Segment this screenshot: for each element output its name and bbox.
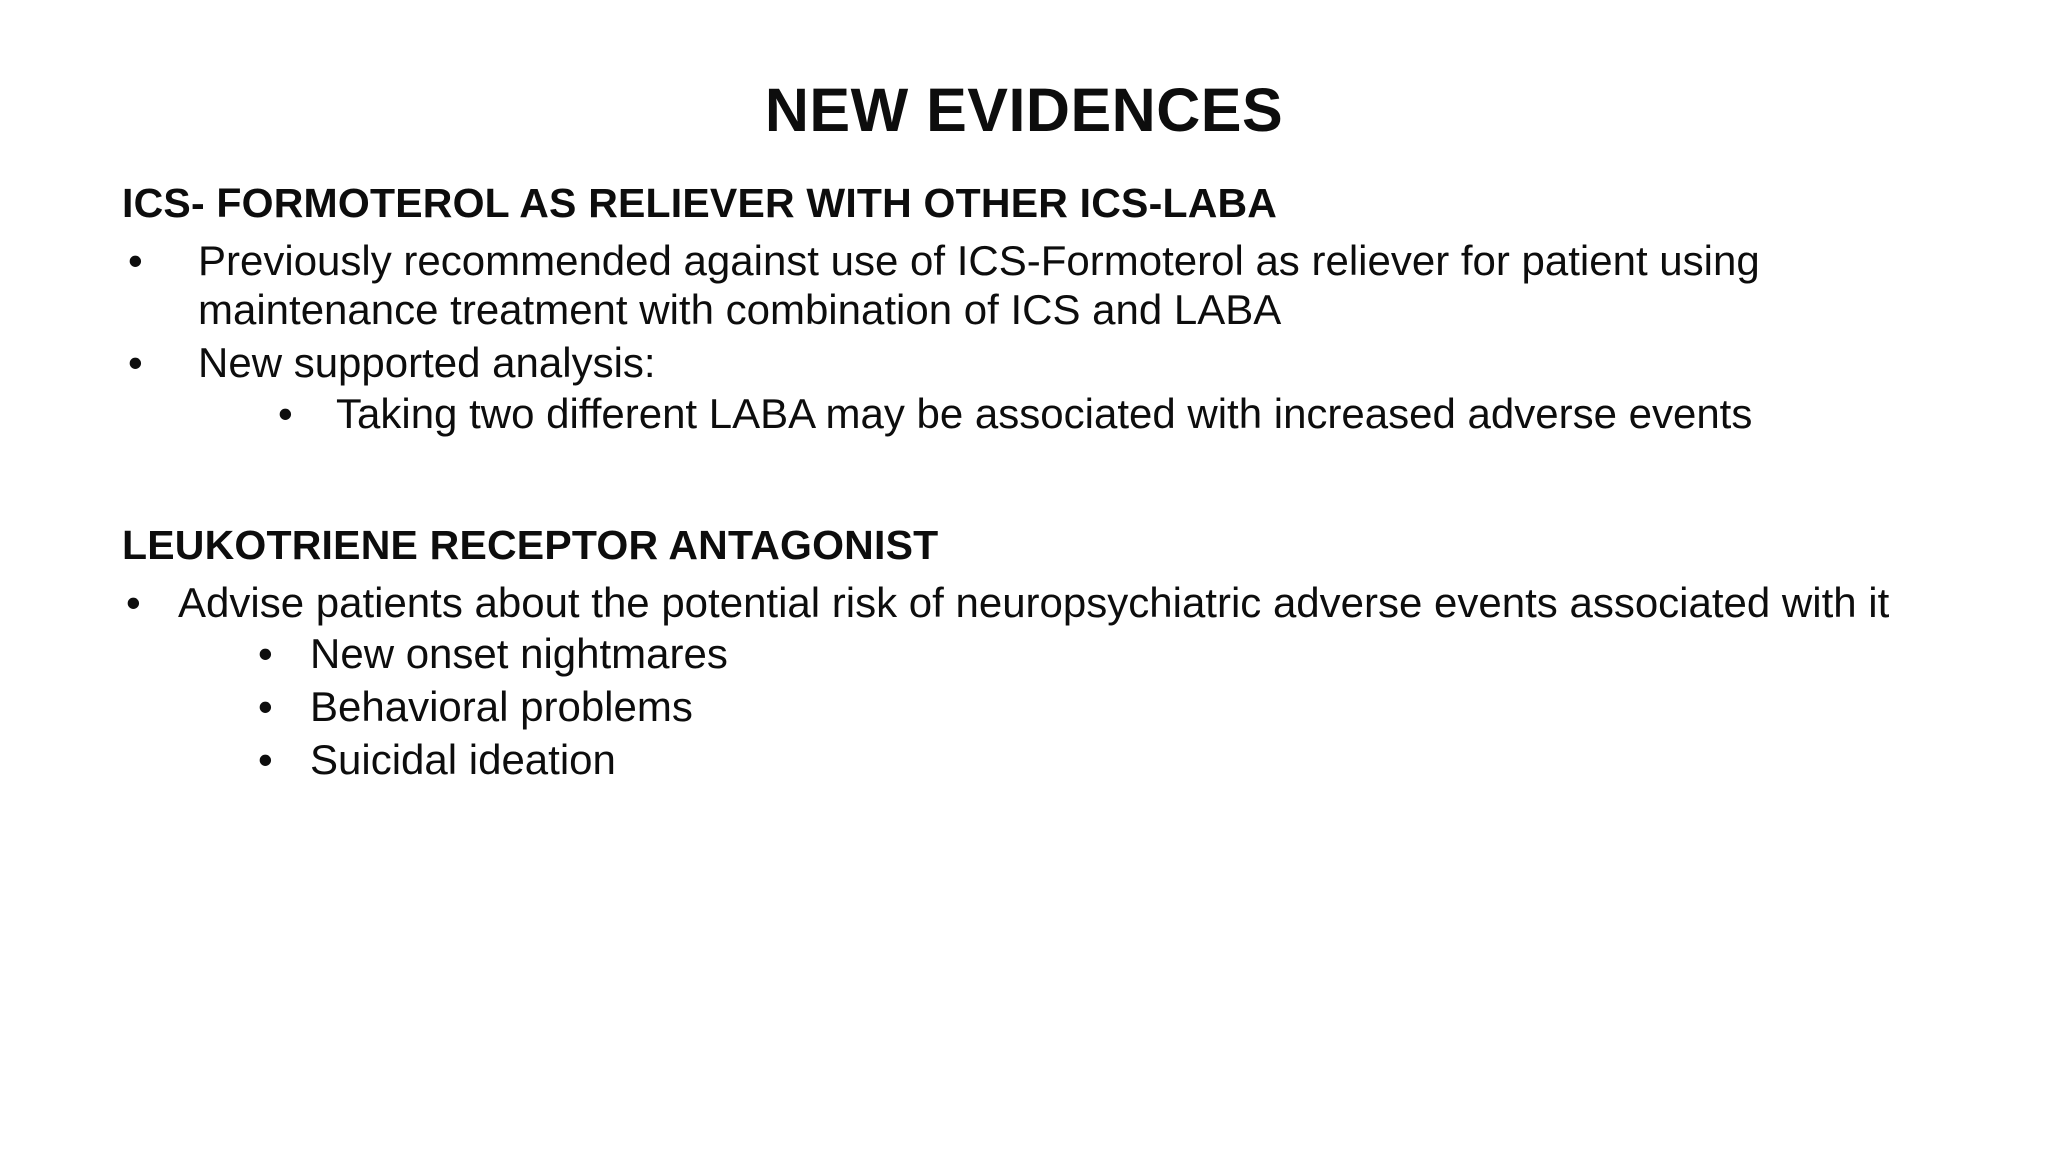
sub-list-item: • New onset nightmares (250, 629, 1898, 678)
sub-list-item-label: Suicidal ideation (310, 736, 616, 784)
section-ics-formoterol: ICS- FORMOTEROL AS RELIEVER WITH OTHER I… (122, 178, 1962, 438)
bullet-dot-icon: • (126, 578, 141, 626)
bullet-list-level2: • New onset nightmares • Behavioral prob… (178, 629, 1898, 784)
page-title: NEW EVIDENCES (764, 75, 1284, 144)
bullet-list-level1: • Advise patients about the potential ri… (122, 578, 1962, 785)
section-heading: LEUKOTRIENE RECEPTOR ANTAGONIST (122, 522, 939, 569)
sub-list-item: • Suicidal ideation (250, 735, 1898, 784)
sub-list-item-label: Taking two different LABA may be associa… (336, 390, 1753, 438)
list-item: • Previously recommended against use of … (122, 236, 1958, 334)
section-heading: ICS- FORMOTEROL AS RELIEVER WITH OTHER I… (122, 180, 1278, 226)
bullet-dot-icon: • (128, 338, 143, 386)
bullet-dot-icon: • (258, 629, 273, 677)
bullet-list-level1: • Previously recommended against use of … (122, 236, 1962, 439)
sub-list-item: • Behavioral problems (250, 682, 1898, 731)
section-leukotriene-receptor-antagonist: LEUKOTRIENE RECEPTOR ANTAGONIST • Advise… (122, 520, 1962, 784)
sub-list-item-label: New onset nightmares (310, 629, 728, 677)
bullet-dot-icon: • (278, 390, 293, 438)
bullet-dot-icon: • (258, 683, 273, 731)
sub-list-item: • Taking two different LABA may be assoc… (270, 389, 1958, 438)
bullet-list-level2: • Taking two different LABA may be assoc… (198, 389, 1958, 438)
bullet-dot-icon: • (258, 736, 273, 784)
list-item-label: New supported analysis: (198, 338, 656, 386)
sub-list-item-label: Behavioral problems (310, 683, 693, 731)
section-spacer (122, 442, 1962, 520)
list-item-label: Advise patients about the potential risk… (178, 578, 1890, 626)
list-item: • New supported analysis: • Taking two d… (122, 338, 1958, 438)
bullet-dot-icon: • (128, 236, 143, 284)
list-item-label: Previously recommended against use of IC… (198, 236, 1760, 333)
slide-body: ICS- FORMOTEROL AS RELIEVER WITH OTHER I… (122, 178, 1962, 788)
list-item: • Advise patients about the potential ri… (122, 578, 1898, 785)
